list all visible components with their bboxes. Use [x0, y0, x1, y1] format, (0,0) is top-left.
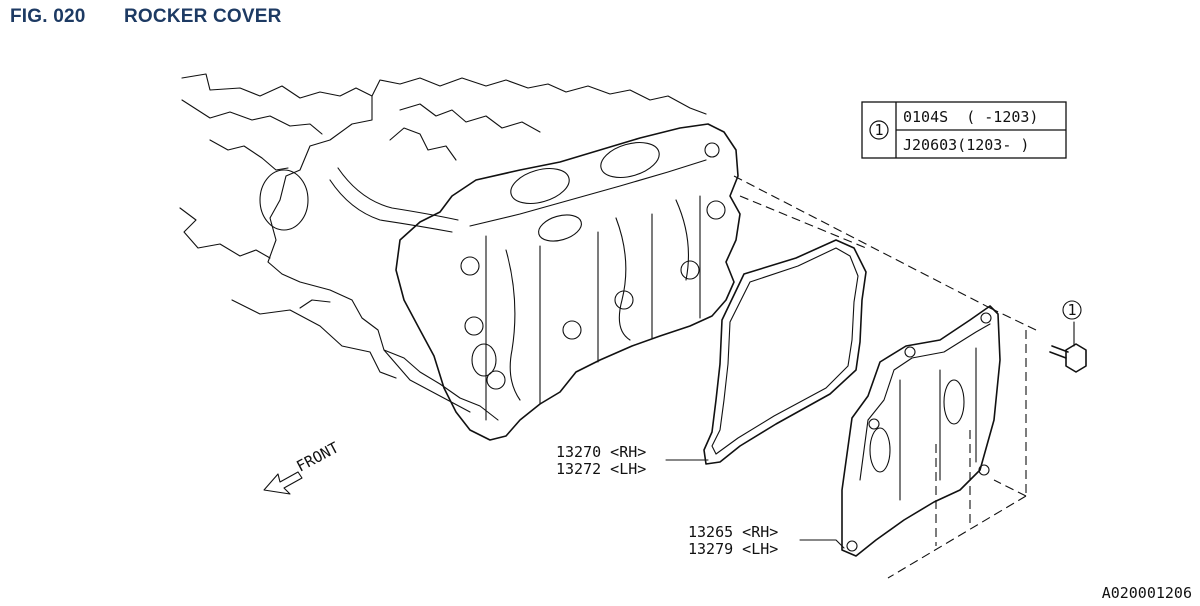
gasket-part-rh: 13270 <RH>: [556, 443, 646, 461]
legend-row-2: J20603(1203- ): [903, 136, 1029, 154]
cover-part-lh: 13279 <LH>: [688, 540, 778, 558]
rocker-cover-gasket: [703, 239, 867, 465]
legend-marker-number: 1: [874, 121, 883, 139]
bolt-part: [1049, 321, 1087, 373]
front-arrow-icon: [263, 471, 303, 495]
bolt-callout-circle: [1062, 300, 1082, 320]
diagram-reference-code: A020001206: [1101, 584, 1192, 602]
figure-title: ROCKER COVER: [124, 6, 282, 27]
legend-row-1: 0104S ( -1203): [903, 108, 1038, 126]
front-direction-indicator: FRONT: [263, 438, 342, 495]
front-label: FRONT: [293, 438, 341, 475]
explode-guide-lines: [733, 175, 1037, 579]
cover-leader-line: [799, 539, 845, 549]
rocker-cover: [841, 305, 1001, 557]
gasket-part-lh: 13272 <LH>: [556, 460, 646, 478]
legend-table: 1 0104S ( -1203) J20603(1203- ): [861, 101, 1067, 159]
engine-block-drawing: [179, 73, 741, 441]
bolt-callout-number: 1: [1067, 301, 1076, 319]
cover-part-rh: 13265 <RH>: [688, 523, 778, 541]
figure-number: FIG. 020: [10, 6, 86, 27]
legend-marker-circle: [869, 120, 889, 140]
